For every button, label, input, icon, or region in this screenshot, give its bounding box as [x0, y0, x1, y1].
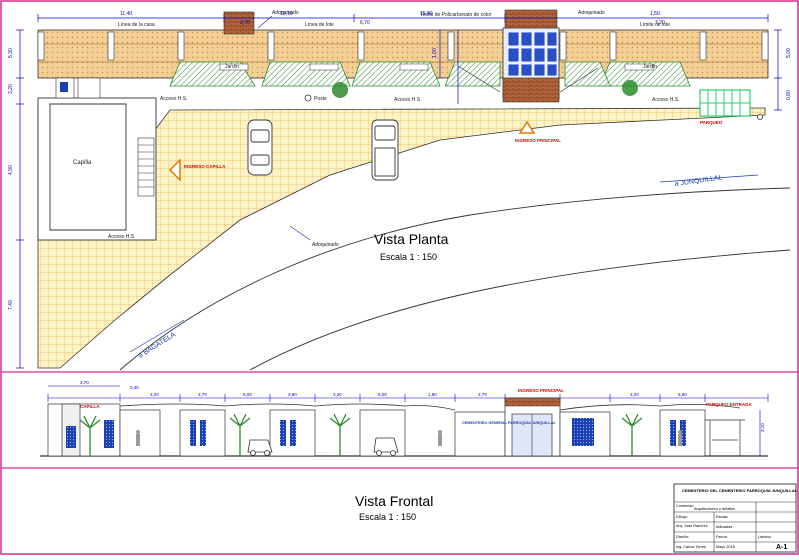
- plan-view-scale: Escala 1 : 150: [380, 252, 437, 262]
- dim-label: 11,40: [120, 11, 132, 17]
- dim-label: 6,70: [360, 20, 370, 26]
- ingress-marker-icon: [518, 120, 536, 134]
- dim-label: 5,30: [8, 48, 14, 58]
- content-label: Contenido:: [676, 504, 694, 508]
- dim-label: 3,70: [478, 392, 487, 397]
- cemetery-sign: CEMENTERIO GENERAL PARROQUIA JUNQUILLAL: [462, 421, 556, 425]
- dimension-lines: [16, 14, 782, 369]
- date-label: Fecha:: [716, 535, 728, 539]
- roof-note: Techo de Policarbonato de color: [420, 12, 492, 18]
- scale-label: Escala:: [716, 515, 728, 519]
- sheet-label: Lámina:: [758, 535, 772, 539]
- post-icon: [757, 114, 763, 120]
- post-icon: [304, 94, 312, 102]
- plan-view: 11,40 10,10 15,80 1,50 5,30 3,20 4,90 7,…: [8, 9, 792, 371]
- scale-value: Indicadas: [716, 525, 732, 529]
- post-label: Poste: [314, 96, 327, 102]
- dim-label: 3,10: [760, 423, 765, 432]
- date-value: Mayo 2018: [716, 545, 735, 549]
- title-block: CEMENTERIO DEL CEMENTERIO PARROQUIA JUNQ…: [673, 483, 798, 553]
- elevation-windows: [190, 418, 686, 446]
- dim-label: 3,70: [80, 380, 89, 385]
- dim-label: 0,40: [130, 385, 139, 390]
- plan-view-title: Vista Planta: [374, 231, 449, 247]
- car-icon: [247, 119, 273, 176]
- lot-line-label: Línea de la casa: [118, 22, 155, 28]
- design-value: Ing. Carlos Torres: [676, 545, 706, 549]
- access-label: Acceso H.S: [108, 234, 135, 240]
- front-view-title: Vista Frontal: [355, 493, 433, 509]
- dim-label: 1,50: [650, 11, 660, 17]
- access-label: Acceso H.S: [394, 97, 421, 103]
- access-label: Acceso H.S.: [652, 97, 680, 103]
- plan-dimension-labels: 11,40 10,10 15,80 1,50 5,30 3,20 4,90 7,…: [8, 11, 792, 310]
- dim-label: 5,00: [378, 392, 387, 397]
- brick-column: [223, 11, 255, 35]
- chapel-ingress-label: INGRESO CAPILLA: [184, 164, 226, 169]
- dim-label: 10,10: [280, 11, 293, 17]
- parking-pergola: [705, 419, 745, 456]
- dim-label: 5,00: [243, 392, 252, 397]
- dim-label: 7,40: [8, 300, 14, 310]
- dim-label: 3,20: [333, 392, 342, 397]
- dim-label: 3,20: [150, 392, 159, 397]
- palm-tree-icons: [79, 413, 643, 456]
- design-label: Diseño:: [676, 535, 689, 539]
- street-label: a JUNQUILLAL: [674, 174, 723, 188]
- dim-label: 7,20: [655, 20, 665, 26]
- drawing-value: Arq. Juan Ramírez: [676, 524, 708, 528]
- front-elevation: 3,70 0,40 3,20 3,70 5,00 3,80 3,20 5,00 …: [40, 380, 769, 457]
- elevation-dimension-labels: 3,70 0,40 3,20 3,70 5,00 3,80 3,20 5,00 …: [80, 380, 765, 432]
- paving-label: Adoquinado: [312, 242, 339, 248]
- parking-entry-label: PARQUEO ENTRADA: [706, 402, 752, 407]
- main-ingress-label: INGRESO PRINCIPAL: [515, 138, 561, 143]
- dim-label: 3,20: [8, 84, 14, 94]
- dim-label: 4,90: [8, 165, 14, 175]
- paving-label: Adoquinado: [272, 10, 299, 16]
- lot-line-label: Línea de lote: [305, 22, 334, 28]
- paving-area: [37, 103, 766, 369]
- dim-label: 3,70: [240, 20, 250, 26]
- access-label: Acceso H.S.: [160, 96, 188, 102]
- ingress-marker-icon: [168, 158, 181, 182]
- paving-label: Adoquinado: [578, 10, 605, 16]
- front-view-scale: Escala 1 : 150: [359, 512, 416, 522]
- dim-label: 5,00: [786, 48, 792, 58]
- dim-label: 3,20: [630, 392, 639, 397]
- entrance-steps: [502, 77, 560, 103]
- pickup-truck-icon: [371, 119, 399, 181]
- dim-label: 1,00: [432, 48, 438, 58]
- car-elevation-icon: [247, 437, 399, 456]
- garden-label: Jardín: [643, 64, 657, 70]
- garden-label: Jardín: [225, 64, 239, 70]
- dim-label: 15,80: [420, 11, 433, 17]
- ingress-label: INGRESO PRINCIPAL: [518, 388, 564, 393]
- chapel-label: CAPILLA: [80, 404, 100, 409]
- person-icons: [136, 430, 682, 446]
- dim-label: 0,80: [786, 90, 792, 100]
- drawing-label: Dibujo:: [676, 515, 688, 519]
- chapel-label: Capilla: [73, 160, 92, 166]
- road-edge: [119, 187, 791, 371]
- project-name: CEMENTERIO DEL CEMENTERIO PARROQUIA JUNQ…: [682, 488, 798, 493]
- parking-label: PARQUEO: [700, 120, 723, 125]
- content-value: Arquitectónico y detalles: [694, 507, 735, 511]
- dim-label: 3,70: [198, 392, 207, 397]
- road-edge: [249, 249, 791, 371]
- wall-pillars: [37, 31, 769, 61]
- dim-label: 3,80: [288, 392, 297, 397]
- sheet-number: A-1: [776, 544, 787, 551]
- lot-line-label: Límite de lote: [640, 22, 670, 28]
- dim-label: 1,80: [428, 392, 437, 397]
- dim-label: 5,60: [678, 392, 687, 397]
